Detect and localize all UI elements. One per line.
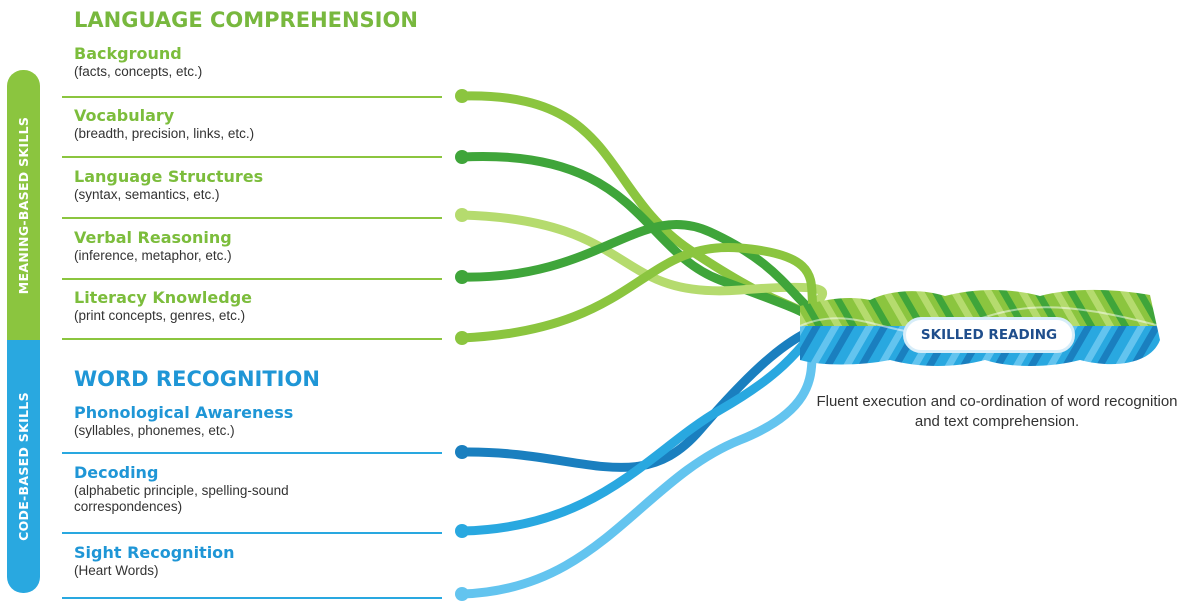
divider bbox=[62, 452, 442, 454]
skill-literacy-knowledge: Literacy Knowledge (print concepts, genr… bbox=[74, 288, 442, 324]
divider bbox=[62, 338, 442, 340]
skill-decoding: Decoding (alphabetic principle, spelling… bbox=[74, 463, 354, 515]
endpoint-dot bbox=[455, 331, 469, 345]
skill-name: Decoding bbox=[74, 463, 159, 482]
strand-vocabulary bbox=[457, 151, 820, 325]
skill-description: (syntax, semantics, etc.) bbox=[74, 187, 220, 202]
language-comprehension-title: LANGUAGE COMPREHENSION bbox=[74, 8, 418, 32]
strand-verbal-reasoning bbox=[457, 219, 823, 321]
skill-name: Language Structures bbox=[74, 167, 264, 186]
skilled-reading-caption: Fluent execution and co-ordination of wo… bbox=[816, 393, 1178, 430]
skill-name: Background bbox=[74, 44, 182, 63]
endpoint-dot bbox=[455, 89, 469, 103]
skill-verbal-reasoning: Verbal Reasoning (inference, metaphor, e… bbox=[74, 228, 442, 264]
endpoint-dot bbox=[455, 445, 469, 459]
skill-language-structures: Language Structures (syntax, semantics, … bbox=[74, 167, 442, 203]
skill-name: Verbal Reasoning bbox=[74, 228, 232, 247]
divider bbox=[62, 156, 442, 158]
divider bbox=[62, 597, 442, 599]
strand-phonological-awareness bbox=[457, 325, 817, 472]
skill-name: Sight Recognition bbox=[74, 543, 235, 562]
strand-decoding bbox=[457, 327, 820, 536]
skill-background: Background (facts, concepts, etc.) bbox=[74, 44, 442, 80]
skill-sight-recognition: Sight Recognition (Heart Words) bbox=[74, 543, 442, 579]
skill-description: (breadth, precision, links, etc.) bbox=[74, 126, 255, 141]
skilled-reading-badge: SKILLED READING bbox=[903, 317, 1075, 353]
meaning-based-skills-tab: MEANING-BASED SKILLS bbox=[7, 70, 40, 340]
strand-endpoints bbox=[455, 89, 469, 601]
divider bbox=[62, 532, 442, 534]
endpoint-dot bbox=[455, 587, 469, 601]
skill-description: (syllables, phonemes, etc.) bbox=[74, 423, 235, 438]
skill-name: Vocabulary bbox=[74, 106, 175, 125]
endpoint-dot bbox=[455, 150, 469, 164]
strand-language-structures bbox=[457, 210, 827, 317]
strand-literacy-knowledge bbox=[457, 243, 823, 343]
skill-description: (Heart Words) bbox=[74, 563, 159, 578]
word-recognition-title: WORD RECOGNITION bbox=[74, 367, 320, 391]
skill-name: Literacy Knowledge bbox=[74, 288, 253, 307]
skill-phonological-awareness: Phonological Awareness (syllables, phone… bbox=[74, 403, 442, 439]
skill-description: (alphabetic principle, spelling-sound co… bbox=[74, 483, 289, 514]
divider bbox=[62, 217, 442, 219]
skill-description: (print concepts, genres, etc.) bbox=[74, 308, 246, 323]
strand-sight-recognition bbox=[457, 329, 823, 599]
endpoint-dot bbox=[455, 270, 469, 284]
skill-description: (facts, concepts, etc.) bbox=[74, 64, 203, 79]
endpoint-dot bbox=[455, 208, 469, 222]
skill-description: (inference, metaphor, etc.) bbox=[74, 248, 232, 263]
divider bbox=[62, 96, 442, 98]
divider bbox=[62, 278, 442, 280]
endpoint-dot bbox=[455, 524, 469, 538]
code-based-skills-tab: CODE-BASED SKILLS bbox=[7, 340, 40, 593]
skill-name: Phonological Awareness bbox=[74, 403, 294, 422]
skill-vocabulary: Vocabulary (breadth, precision, links, e… bbox=[74, 106, 442, 142]
